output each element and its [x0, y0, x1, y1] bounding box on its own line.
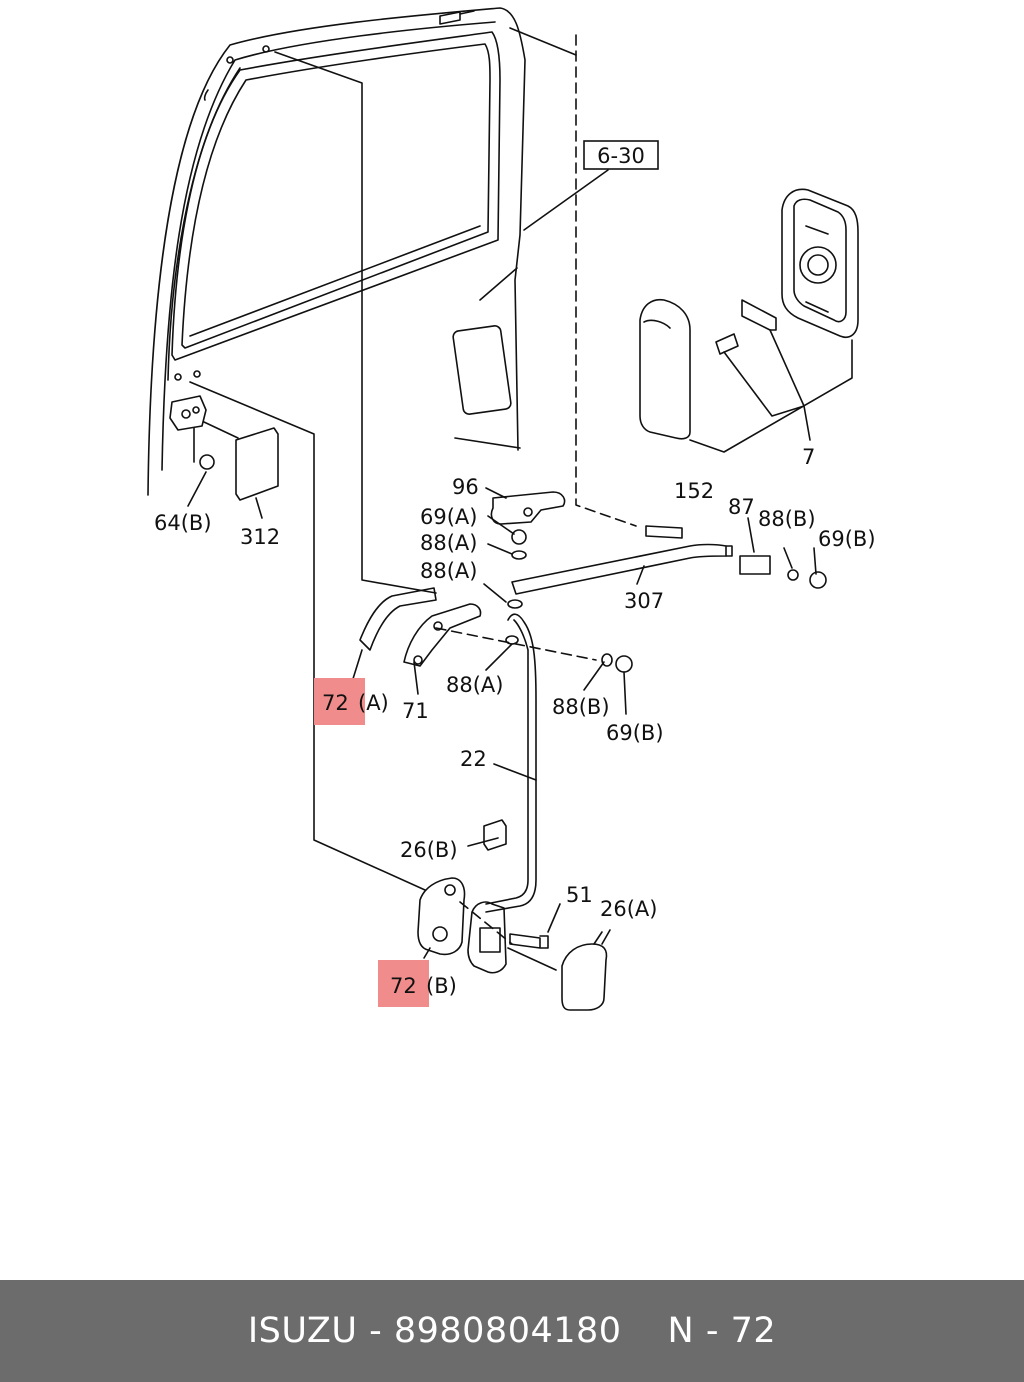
door-access-panel — [452, 325, 512, 415]
callout-72a-number: 72 — [322, 691, 349, 715]
callout-26b: 26(B) — [400, 838, 458, 862]
callout-7: 7 — [802, 445, 815, 469]
bracket-72a — [359, 587, 437, 651]
nut-69b-mid — [615, 655, 633, 673]
highlight-72b — [378, 960, 429, 1007]
washer-88b-top — [787, 569, 799, 581]
diagram-reference: N - 72 — [667, 1311, 777, 1351]
bracket-72b — [417, 877, 466, 956]
callout-64b: 64(B) — [154, 511, 212, 535]
rod-22 — [485, 613, 537, 913]
brand-part-number: ISUZU - 8980804180 — [247, 1311, 622, 1351]
arm-307 — [511, 543, 733, 595]
parts-diagram: 6-30 96 152 87 88(B) 69(B) 69(A) 88(A) 8… — [147, 7, 876, 1011]
mirror-bracket — [715, 299, 777, 355]
callout-72b-suffix: (B) — [426, 974, 457, 998]
hinge-71 — [403, 603, 482, 667]
washer-88a-2 — [507, 599, 523, 609]
frame-bolts — [226, 10, 475, 64]
door-hinge — [169, 370, 207, 431]
cover-26a — [561, 943, 608, 1011]
leader-lines — [187, 27, 817, 971]
base-26b — [467, 901, 507, 974]
callout-87: 87 — [728, 495, 755, 519]
part-number-footer: ISUZU - 8980804180 N - 72 — [0, 1280, 1024, 1382]
callout-69b-mid: 69(B) — [606, 721, 664, 745]
callout-26a: 26(A) — [600, 897, 657, 921]
callout-88b-mid: 88(B) — [552, 695, 610, 719]
callout-152: 152 — [674, 479, 714, 503]
callout-88b-top: 88(B) — [758, 507, 816, 531]
mirror-head — [781, 188, 859, 338]
callout-51: 51 — [566, 883, 593, 907]
nut-69a — [511, 529, 527, 545]
callout-88a-1: 88(A) — [420, 531, 477, 555]
callout-88a-2: 88(A) — [420, 559, 477, 583]
bolt-51 — [509, 933, 549, 949]
ref-box — [583, 140, 659, 170]
callout-22: 22 — [460, 747, 487, 771]
leader-7 — [689, 329, 853, 453]
plate-312 — [235, 427, 279, 501]
highlight-72a — [314, 678, 365, 725]
plate-152 — [645, 525, 683, 539]
upper-bracket-96 — [490, 491, 566, 525]
washer-88b-mid — [601, 653, 613, 667]
callout-69b-top: 69(B) — [818, 527, 876, 551]
ref-box-label: 6-30 — [597, 144, 645, 168]
nut-69b-top — [809, 571, 827, 589]
bracket-87 — [739, 555, 771, 575]
mirror-cover — [639, 298, 691, 440]
callout-307: 307 — [624, 589, 664, 613]
clip-26b — [483, 819, 507, 851]
washer-88a-1 — [511, 550, 527, 560]
callout-88a-3: 88(A) — [446, 673, 503, 697]
callout-71: 71 — [402, 699, 429, 723]
window-glass — [171, 31, 501, 361]
callout-72b-number: 72 — [390, 974, 417, 998]
callout-69a: 69(A) — [420, 505, 477, 529]
callout-96: 96 — [452, 475, 479, 499]
plug-64b — [199, 454, 215, 470]
callout-72a-suffix: (A) — [358, 691, 389, 715]
callout-312: 312 — [240, 525, 280, 549]
